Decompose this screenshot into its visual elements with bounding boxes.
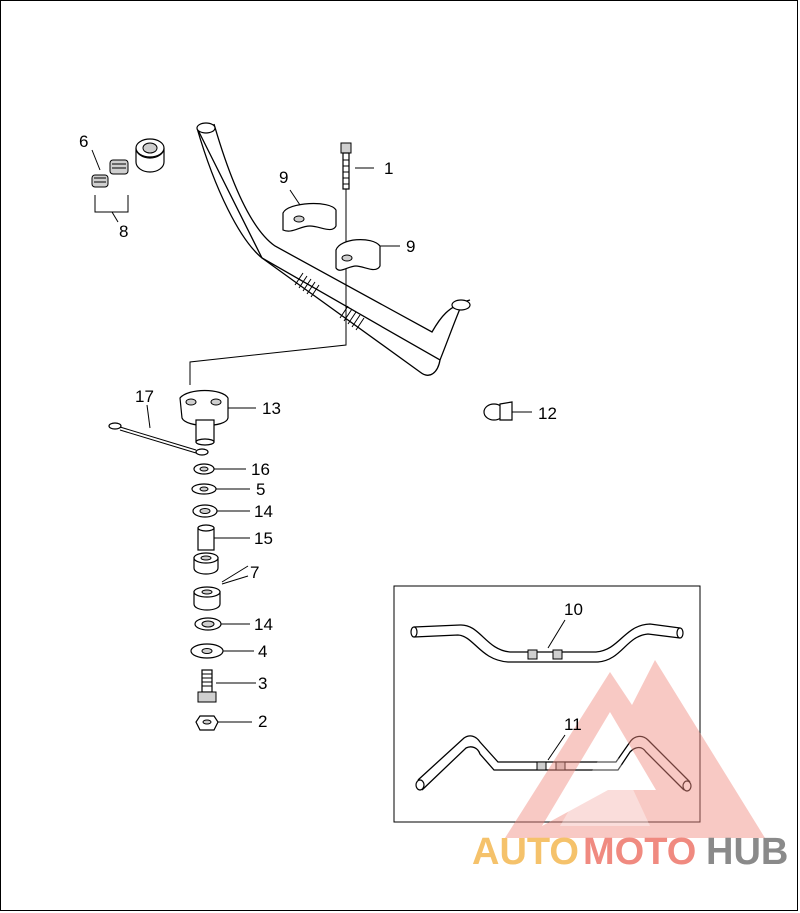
callout-4: 4 <box>258 642 267 661</box>
callout-9-lower: 9 <box>406 237 415 256</box>
part-7-bushings <box>193 552 249 611</box>
part-17-strap <box>108 404 209 456</box>
part-4-washer <box>190 643 254 659</box>
callout-17: 17 <box>135 387 154 406</box>
callout-8: 8 <box>119 222 128 241</box>
callout-15: 15 <box>254 529 273 548</box>
part-13-riser <box>179 389 256 446</box>
callout-13: 13 <box>262 399 281 418</box>
part-14-lower-cup <box>194 617 250 631</box>
callout-11: 11 <box>564 715 582 734</box>
part-11-bar <box>415 734 692 792</box>
part-16-washer <box>193 463 246 475</box>
callout-12: 12 <box>538 404 557 423</box>
part-3-bolt <box>197 669 256 703</box>
part-14-upper-cup <box>192 504 250 518</box>
callout-3: 3 <box>258 674 267 693</box>
knurl-zone-left <box>294 272 320 298</box>
part-15-spacer <box>197 524 250 551</box>
callout-1: 1 <box>384 159 393 178</box>
watermark-hub: HUB <box>706 831 788 873</box>
part-5-washer <box>191 483 250 495</box>
callout-5: 5 <box>256 480 265 499</box>
part-6-8-fittings <box>91 138 165 223</box>
knurl-zone-right <box>339 305 365 331</box>
callout-14-upper: 14 <box>254 502 273 521</box>
callout-9-upper: 9 <box>279 168 288 187</box>
callout-16: 16 <box>251 460 270 479</box>
watermark-text: AUTO MOTO HUB <box>472 831 788 873</box>
part-10-bar <box>410 619 684 663</box>
watermark-triangle-logo <box>505 660 765 838</box>
inset-alternate-bars <box>393 585 701 823</box>
part-9-upper-clamp <box>282 189 337 232</box>
callout-10: 10 <box>564 600 583 619</box>
callout-14-lower: 14 <box>254 615 273 634</box>
watermark-moto: MOTO <box>583 831 696 873</box>
part-2-nut <box>195 715 252 731</box>
part-9-lower-clamp <box>335 239 400 271</box>
callout-7: 7 <box>250 563 259 582</box>
callout-6: 6 <box>79 132 88 151</box>
callout-2: 2 <box>258 712 267 731</box>
main-handlebar <box>196 122 471 376</box>
watermark-auto: AUTO <box>472 831 579 873</box>
part-12-clip <box>483 401 532 421</box>
